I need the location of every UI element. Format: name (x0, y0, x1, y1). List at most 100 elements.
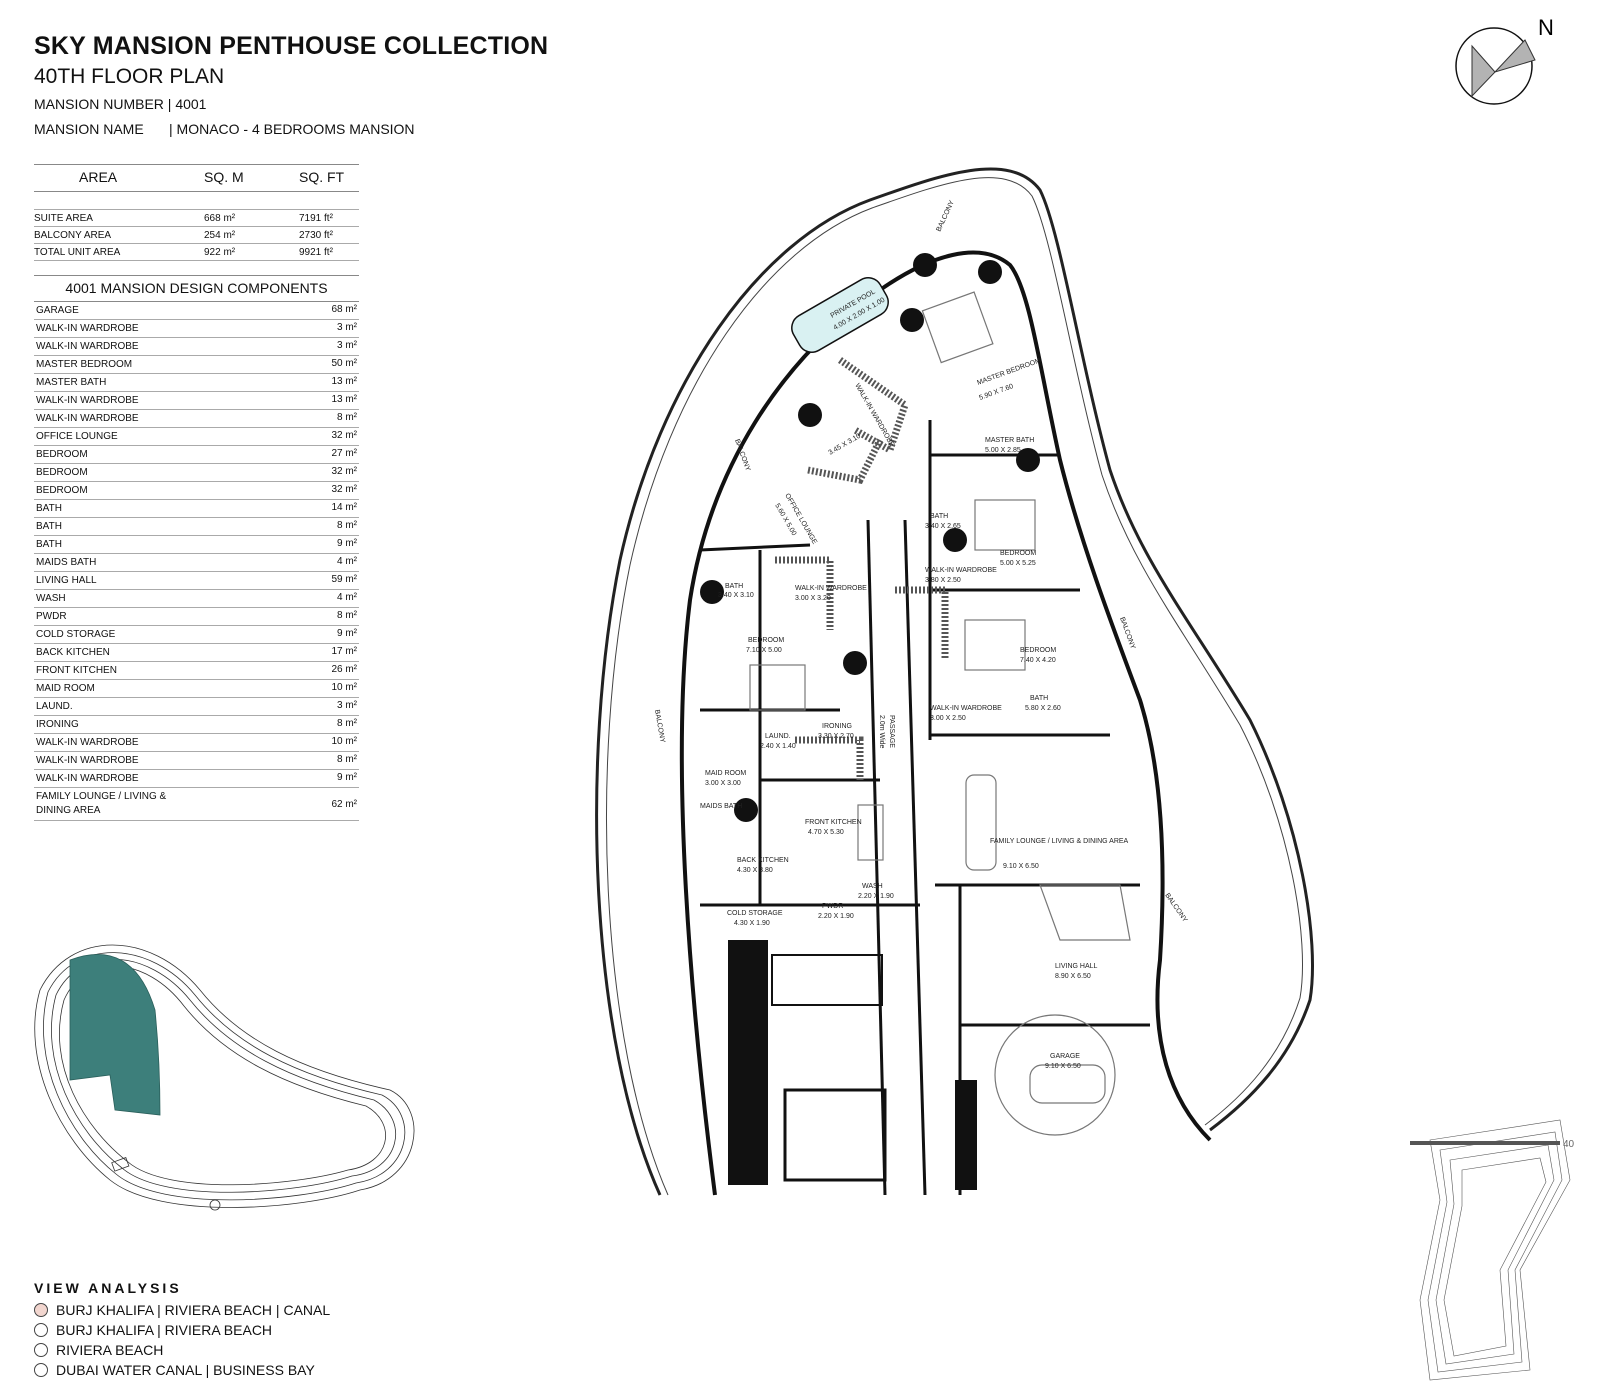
wardrobe-dim-d: 3.00 X 3.20 (795, 595, 831, 602)
components-heading: 4001 MANSION DESIGN COMPONENTS (34, 275, 359, 302)
component-name: MAIDS BATH (36, 557, 97, 568)
area-name: SUITE AREA (34, 209, 204, 227)
legend-swatch-icon (34, 1323, 48, 1337)
master-bedroom-dim: 5.90 X 7.60 (978, 383, 1014, 402)
area-sqft: 7191 ft² (299, 209, 359, 227)
family-lounge-label: FAMILY LOUNGE / LIVING & DINING AREA (990, 838, 1129, 845)
view-analysis-heading: VIEW ANALYSIS (34, 1280, 182, 1296)
cold-storage-dim: 4.30 X 1.90 (734, 920, 770, 927)
mansion-number-label: MANSION NUMBER (34, 96, 164, 112)
component-area: 8 m² (337, 754, 357, 765)
component-name: OFFICE LOUNGE (36, 431, 118, 442)
component-area: 9 m² (337, 772, 357, 783)
maids-bath-label: MAIDS BATH (700, 803, 742, 810)
component-area: 8 m² (337, 520, 357, 531)
component-name: WALK-IN WARDROBE (36, 413, 139, 424)
compass-north: N (1538, 15, 1554, 40)
area-name: BALCONY AREA (34, 226, 204, 244)
component-row: OFFICE LOUNGE 32 m² (34, 428, 359, 446)
private-pool (791, 277, 889, 353)
component-name: LIVING HALL (36, 575, 97, 586)
component-row: WALK-IN WARDROBE 13 m² (34, 392, 359, 410)
component-area: 4 m² (337, 556, 357, 567)
back-kitchen-label: BACK KITCHEN (737, 857, 789, 864)
front-kitchen-label: FRONT KITCHEN (805, 819, 862, 826)
component-name: BACK KITCHEN (36, 647, 110, 658)
mansion-name-value: | MONACO - 4 BEDROOMS MANSION (169, 121, 415, 137)
view-analysis-label: DUBAI WATER CANAL | BUSINESS BAY (56, 1362, 315, 1378)
wardrobe-label-c: WALK-IN WARDROBE (930, 705, 1002, 712)
view-analysis-label: BURJ KHALIFA | RIVIERA BEACH (56, 1322, 273, 1338)
sqft-col-header: SQ. FT (299, 164, 359, 192)
area-sqft: 9921 ft² (299, 243, 359, 261)
mansion-name: MANSION NAME| MONACO - 4 BEDROOMS MANSIO… (34, 117, 548, 142)
view-analysis-item: RIVIERA BEACH (34, 1340, 330, 1360)
component-name: MASTER BEDROOM (36, 359, 133, 370)
component-area: 3 m² (337, 340, 357, 351)
component-name: BEDROOM (36, 467, 88, 478)
component-area: 59 m² (331, 574, 357, 585)
pwdr-label: PWDR (822, 903, 843, 910)
legend-swatch-icon (34, 1363, 48, 1377)
living-hall-label: LIVING HALL (1055, 963, 1098, 970)
component-name: IRONING (36, 719, 79, 730)
pwdr-dim: 2.20 X 1.90 (818, 913, 854, 920)
mansion-number: MANSION NUMBER | 4001 (34, 92, 548, 117)
wardrobe-dim-a: 3.45 X 3.10 (828, 433, 863, 457)
bedroom-dim-b: 7.40 X 4.20 (1020, 657, 1056, 664)
component-area: 4 m² (337, 592, 357, 603)
component-row: BEDROOM 32 m² (34, 464, 359, 482)
page-title: SKY MANSION PENTHOUSE COLLECTION (34, 32, 549, 60)
component-area: 32 m² (331, 430, 357, 441)
furniture (749, 291, 1131, 1136)
component-area: 32 m² (331, 466, 357, 477)
component-area: 62 m² (331, 798, 357, 810)
family-lounge-dim: 9.10 X 6.50 (1003, 863, 1039, 870)
elevation-diagram: 40 (1410, 1119, 1575, 1381)
mansion-number-value: | 4001 (167, 96, 207, 112)
component-name: WALK-IN WARDROBE (36, 395, 139, 406)
balcony-label-lower: BALCONY (1163, 892, 1188, 924)
component-name: BATH (36, 521, 62, 532)
wardrobe-walls (775, 357, 949, 780)
component-row: LAUND.3 m² (34, 698, 359, 716)
component-name: BATH (36, 503, 62, 514)
passage-dim: 2.0m Wide (878, 715, 885, 749)
component-name: MAID ROOM (36, 683, 95, 694)
bedroom-dim-a: 5.00 X 5.25 (1000, 560, 1036, 567)
component-area: 13 m² (331, 376, 357, 387)
bedroom-label-c: BEDROOM (748, 637, 784, 644)
view-analysis-label: RIVIERA BEACH (56, 1342, 164, 1358)
area-sqm: 254 m² (204, 226, 299, 244)
back-kitchen-dim: 4.30 X 3.80 (737, 867, 773, 874)
component-name: WALK-IN WARDROBE (36, 323, 139, 334)
passage-label: PASSAGE (888, 715, 895, 748)
key-plan (34, 944, 415, 1211)
bath-label-b: BATH (1030, 695, 1048, 702)
master-bedroom-label: MASTER BEDROOM (976, 357, 1042, 387)
component-row: MAIDS BATH 4 m² (34, 554, 359, 572)
bath-dim-c: 3.40 X 3.10 (718, 592, 754, 599)
wardrobe-dim-b: 3.80 X 2.50 (925, 577, 961, 584)
front-kitchen-dim: 4.70 X 5.30 (808, 829, 844, 836)
component-area: 17 m² (331, 646, 357, 657)
area-name: TOTAL UNIT AREA (34, 243, 204, 261)
columns (700, 253, 1040, 822)
component-area: 13 m² (331, 394, 357, 405)
master-bath-label: MASTER BATH (985, 437, 1034, 444)
component-row: LIVING HALL 59 m² (34, 572, 359, 590)
